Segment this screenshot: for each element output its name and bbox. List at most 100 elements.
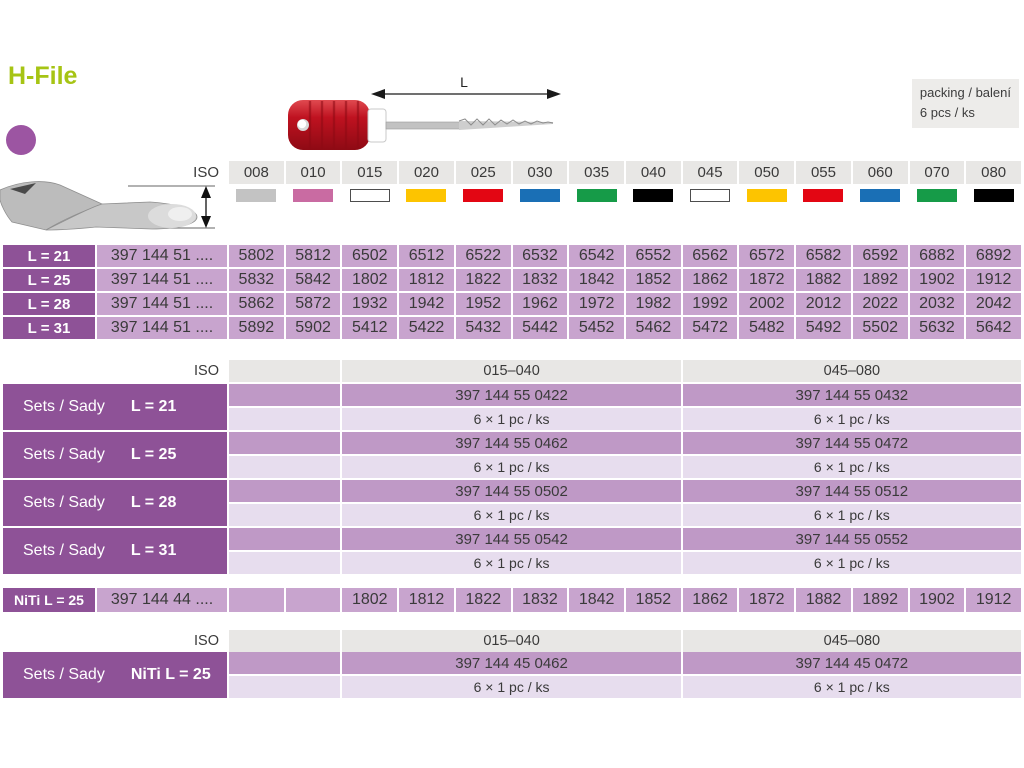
- order-code-cell: 1862: [682, 588, 738, 612]
- set-pack-info: 6 × 1 pc / ks: [342, 456, 681, 478]
- file-working-part: [458, 118, 554, 130]
- color-swatch-icon: [349, 189, 390, 202]
- set-pack-info: 6 × 1 pc / ks: [682, 676, 1021, 698]
- order-code-cell: 2012: [796, 293, 851, 315]
- order-code-cell: 2002: [739, 293, 795, 315]
- set-pack-info: 6 × 1 pc / ks: [342, 552, 681, 574]
- order-code-cell: 5892: [229, 317, 284, 339]
- color-swatch-icon: [293, 189, 334, 202]
- packing-label: packing / balení: [919, 85, 1011, 100]
- order-code-cell: 1842: [569, 588, 624, 612]
- order-code-cell: 6522: [455, 245, 511, 267]
- niti-order-row: NiTi L = 25 397 144 44 .... 1802 1812 18…: [3, 588, 1021, 612]
- color-swatch-icon: [803, 189, 844, 202]
- color-swatch-icon: [406, 189, 447, 202]
- color-swatch-icon: [463, 189, 504, 202]
- order-code-cell: 5872: [285, 293, 341, 315]
- iso-range-cell: 045–080: [682, 360, 1021, 382]
- iso-size-header-row: ISO 008 010 015 020 025 030 035 040 045 …: [3, 161, 1021, 184]
- color-swatch-icon: [916, 189, 957, 202]
- order-code-cell: [285, 588, 341, 612]
- iso-range-cell: 015–040: [342, 360, 681, 382]
- order-code-cell: 1802: [342, 269, 398, 291]
- color-swatch-icon: [633, 189, 674, 202]
- iso-size-cell: 025: [455, 161, 511, 184]
- file-tip-illustration: [0, 181, 215, 231]
- order-code-cell: 1812: [399, 269, 454, 291]
- order-code-cell: 6562: [682, 245, 738, 267]
- order-code-cell: 5862: [229, 293, 284, 315]
- diameter-dimension-arrow-icon: [201, 186, 211, 228]
- order-code-cell: 5502: [852, 317, 908, 339]
- order-code-cell: 1812: [399, 588, 454, 612]
- order-code-cell: 1902: [909, 269, 965, 291]
- order-code-cell: 6512: [399, 245, 454, 267]
- order-code-cell: 6892: [966, 245, 1021, 267]
- order-code-cell: 6502: [342, 245, 398, 267]
- iso-range-spacer: [229, 630, 341, 652]
- order-code-cell: 1982: [626, 293, 681, 315]
- iso-label: ISO: [193, 164, 219, 181]
- row-label: L = 25: [3, 269, 95, 291]
- row-label: L = 21: [3, 245, 95, 267]
- order-code-cell: 1852: [626, 269, 681, 291]
- iso-range-spacer: [229, 360, 341, 382]
- order-code-cell: 1942: [399, 293, 454, 315]
- color-swatch-icon: [746, 189, 787, 202]
- set-pack-info: 6 × 1 pc / ks: [682, 408, 1021, 430]
- blade-notch: [10, 183, 36, 194]
- order-code-cell: 1842: [569, 269, 624, 291]
- color-swatch-icon: [690, 189, 731, 202]
- set-order-code: 397 144 45 0462: [342, 652, 681, 674]
- order-code-cell: [229, 588, 284, 612]
- order-code-cell: 1822: [455, 588, 511, 612]
- order-code-cell: 6552: [626, 245, 681, 267]
- order-code-cell: 5452: [569, 317, 624, 339]
- set-order-code: 397 144 55 0512: [682, 480, 1021, 502]
- iso-size-cell: 020: [399, 161, 454, 184]
- order-code-cell: 5812: [285, 245, 341, 267]
- set-pack-info: 6 × 1 pc / ks: [682, 504, 1021, 526]
- order-code-cell: 5802: [229, 245, 284, 267]
- packing-quantity: 6 pcs / ks: [919, 105, 975, 121]
- order-code-cell: 5902: [285, 317, 341, 339]
- order-code-prefix: 397 144 51 ....: [97, 293, 227, 315]
- order-code-prefix: 397 144 51 ....: [97, 269, 227, 291]
- order-code-cell: 6882: [909, 245, 965, 267]
- order-code-cell: 1912: [966, 269, 1021, 291]
- page-title: H-File: [8, 62, 78, 90]
- order-code-cell: 1832: [512, 269, 568, 291]
- order-code-cell: 6532: [512, 245, 568, 267]
- color-swatch-icon: [860, 189, 901, 202]
- order-code-prefix: 397 144 44 ....: [97, 588, 227, 612]
- set-order-code: 397 144 55 0432: [682, 384, 1021, 406]
- iso-size-cell: 035: [569, 161, 624, 184]
- order-code-cell: 6572: [739, 245, 795, 267]
- set-pack-info: 6 × 1 pc / ks: [682, 456, 1021, 478]
- set-order-code: 397 144 55 0502: [342, 480, 681, 502]
- iso-size-cell: 015: [342, 161, 398, 184]
- order-code-cell: 2022: [852, 293, 908, 315]
- order-code-cell: 5632: [909, 317, 965, 339]
- order-code-cell: 1892: [852, 269, 908, 291]
- category-color-dot: [6, 125, 36, 155]
- order-code-cell: 5842: [285, 269, 341, 291]
- order-code-prefix: 397 144 51 ....: [97, 245, 227, 267]
- order-number-table: L = 21 397 144 51 .... 5802 5812 6502 65…: [3, 245, 1021, 339]
- order-code-cell: 1822: [455, 269, 511, 291]
- order-code-cell: 1892: [852, 588, 908, 612]
- iso-size-cell: 040: [626, 161, 681, 184]
- order-code-cell: 5442: [512, 317, 568, 339]
- order-code-cell: 5412: [342, 317, 398, 339]
- set-pack-info: 6 × 1 pc / ks: [342, 408, 681, 430]
- file-handle-illustration: L: [288, 74, 561, 150]
- color-swatch-icon: [973, 189, 1014, 202]
- iso-size-cell: 055: [796, 161, 851, 184]
